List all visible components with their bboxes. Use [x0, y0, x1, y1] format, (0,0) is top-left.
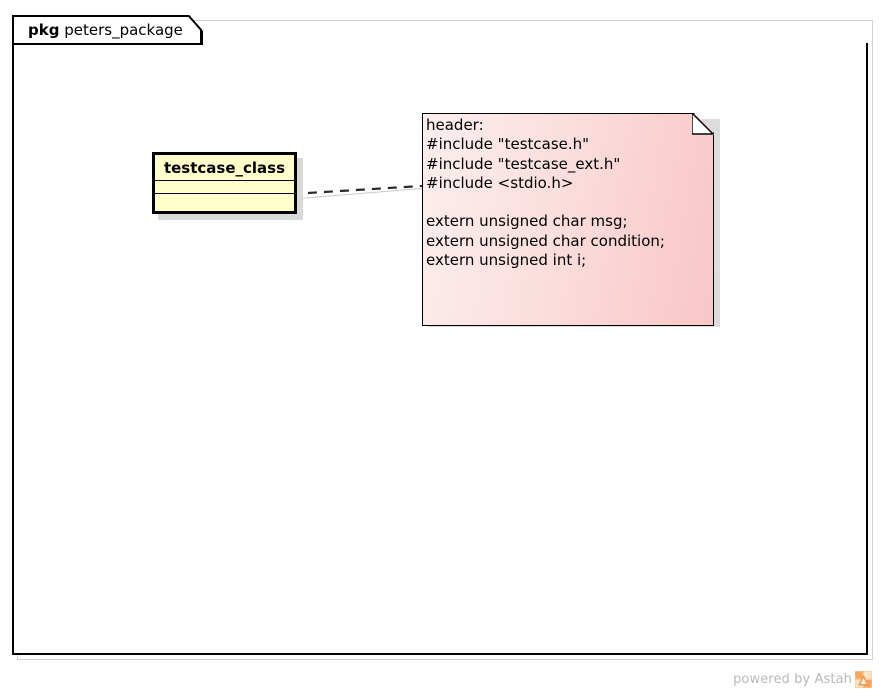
class-name-compartment: testcase_class: [155, 155, 294, 181]
package-stereotype-label: pkg: [28, 21, 60, 39]
footer-branding: powered by Astah: [0, 668, 872, 690]
class-operations-compartment[interactable]: [155, 194, 294, 211]
powered-by-label: powered by Astah: [733, 671, 852, 687]
note-shape: [422, 113, 714, 326]
package-tab-underline: [12, 43, 202, 45]
note-body-text: header: #include "testcase.h" #include "…: [426, 116, 665, 270]
package-tab-label: pkg peters_package: [28, 21, 183, 39]
package-tab[interactable]: pkg peters_package: [12, 15, 202, 45]
package-frame[interactable]: pkg peters_package: [12, 15, 868, 655]
note-node[interactable]: header: #include "testcase.h" #include "…: [422, 113, 714, 326]
class-attributes-compartment[interactable]: [155, 181, 294, 194]
package-name-label: peters_package: [64, 21, 183, 39]
class-node-testcase-class[interactable]: testcase_class: [152, 152, 297, 214]
astah-logo-icon: [855, 670, 872, 688]
